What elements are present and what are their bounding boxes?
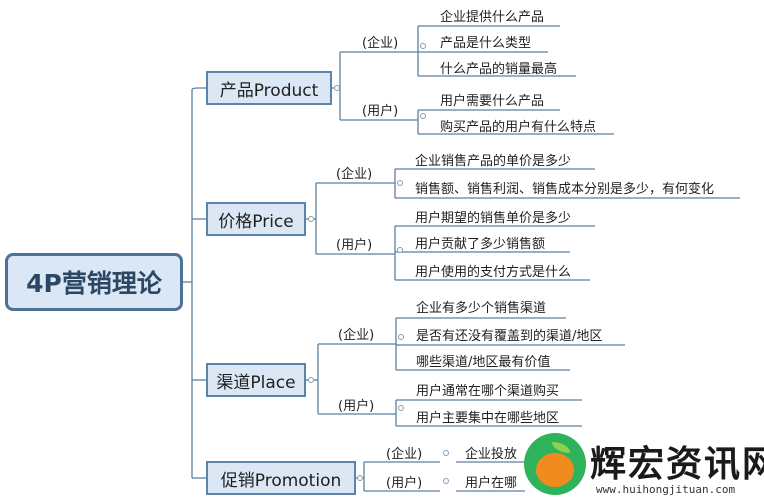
branch-place-label: 渠道Place: [216, 372, 296, 393]
group-place-company: (企业): [338, 328, 375, 343]
branch-price-label: 价格Price: [218, 211, 294, 232]
watermark-url: www.huihongjituan.com: [596, 483, 736, 496]
branch-promotion: 促销Promotion: [206, 461, 356, 495]
leaf-place-company-1: 企业有多少个销售渠道: [416, 301, 547, 316]
leaf-product-user-1: 用户需要什么产品: [440, 94, 545, 109]
leaf-price-user-2: 用户贡献了多少销售额: [415, 237, 546, 252]
leaf-place-user-1: 用户通常在哪个渠道购买: [416, 384, 560, 399]
leaf-promotion-user-1: 用户在哪: [465, 476, 518, 491]
leaf-place-company-2: 是否有还没有覆盖到的渠道/地区: [416, 329, 603, 344]
leaf-product-company-2: 产品是什么类型: [440, 36, 532, 51]
leaf-price-user-1: 用户期望的销售单价是多少: [415, 211, 572, 226]
leaf-product-company-1: 企业提供什么产品: [440, 10, 545, 25]
group-product-company: (企业): [362, 36, 399, 51]
orange-logo-icon: [524, 433, 586, 495]
group-price-user: (用户): [336, 238, 373, 253]
branch-place: 渠道Place: [206, 363, 306, 397]
group-product-user: (用户): [362, 104, 399, 119]
branch-product-label: 产品Product: [219, 80, 319, 101]
group-promotion-user: (用户): [386, 476, 423, 491]
group-promotion-company: (企业): [386, 447, 423, 462]
branch-promotion-label: 促销Promotion: [220, 470, 342, 491]
group-place-user: (用户): [338, 399, 375, 414]
root-label: 4P营销理论: [26, 269, 162, 298]
leaf-price-company-2: 销售额、销售利润、销售成本分别是多少，有何变化: [415, 182, 715, 197]
branch-product: 产品Product: [206, 71, 332, 105]
leaf-price-company-1: 企业销售产品的单价是多少: [415, 154, 572, 169]
leaf-price-user-3: 用户使用的支付方式是什么: [415, 265, 572, 280]
watermark-logo: 辉宏资讯网 www.huihongjituan.com: [524, 433, 764, 500]
leaf-product-company-3: 什么产品的销量最高: [440, 62, 558, 77]
group-price-company: (企业): [336, 167, 373, 182]
watermark-text: 辉宏资讯网: [590, 444, 764, 485]
root-node: 4P营销理论: [5, 253, 183, 311]
branch-price: 价格Price: [206, 202, 306, 236]
leaf-place-user-2: 用户主要集中在哪些地区: [416, 411, 560, 426]
leaf-promotion-company-1: 企业投放: [465, 447, 518, 462]
leaf-place-company-3: 哪些渠道/地区最有价值: [416, 355, 551, 370]
leaf-product-user-2: 购买产品的用户有什么特点: [440, 120, 597, 135]
